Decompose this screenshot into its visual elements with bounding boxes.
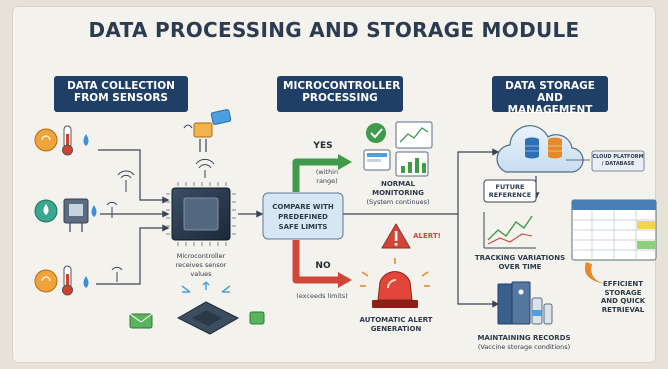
section-header-collection: DATA COLLECTION FROM SENSORS: [54, 76, 188, 112]
efficient-line4: RETRIEVAL: [601, 305, 645, 314]
compare-label-line2: PREDEFINED: [278, 213, 328, 221]
tracking-label: TRACKING VARIATIONS OVER TIME: [470, 254, 570, 272]
microcontroller-chip-icon: [166, 182, 236, 246]
yes-note-line2: range): [316, 177, 338, 185]
efficient-label: EFFICIENT STORAGE AND QUICK RETRIEVAL: [590, 280, 656, 314]
no-arrow: [292, 240, 352, 288]
swoosh-arrow-icon: [584, 262, 606, 284]
no-label: NO: [315, 261, 331, 271]
normal-monitoring-label: NORMAL MONITORING (System continues): [358, 180, 438, 207]
section-header-storage: DATA STORAGE AND MANAGEMENT: [492, 76, 608, 116]
microcontroller-caption-line2: receives sensor: [175, 261, 227, 269]
future-reference-label: FUTURE REFERENCE: [484, 183, 536, 199]
temperature-sensor-icon: [34, 125, 89, 156]
efficient-line3: AND QUICK: [600, 297, 646, 305]
section-header-processing-line2: PROCESSING: [302, 92, 378, 104]
yes-note: (within range): [310, 168, 344, 186]
microcontroller-caption: Microcontroller receives sensor values: [156, 252, 246, 279]
section-header-storage-line2: AND MANAGEMENT: [507, 92, 593, 116]
normal-monitoring-line2: MONITORING: [372, 189, 424, 197]
diagram-title: DATA PROCESSING AND STORAGE MODULE: [88, 18, 580, 42]
monitoring-dashboard-icon: [363, 121, 433, 177]
tracking-line2: OVER TIME: [498, 263, 542, 271]
cloud-tag-line1: CLOUD PLATFORM: [592, 154, 644, 160]
maintaining-label: MAINTAINING RECORDS (Vaccine storage con…: [462, 334, 586, 352]
yes-arrow: [292, 154, 352, 192]
temperature-sensor-2-icon: [34, 265, 89, 296]
alarm-siren-icon: [360, 258, 430, 308]
alert-caption-line2: GENERATION: [370, 325, 422, 333]
normal-monitoring-line1: NORMAL: [380, 180, 416, 188]
compare-label: COMPARE WITH PREDEFINED SAFE LIMITS: [263, 202, 343, 232]
compare-label-line1: COMPARE WITH: [272, 203, 334, 211]
wifi-signal-icon: [106, 158, 215, 282]
records-binder-icon: [497, 281, 553, 325]
future-reference-line2: REFERENCE: [488, 191, 532, 199]
cloud-tag-box: [591, 150, 645, 172]
cloud-database-icon: [496, 125, 584, 173]
no-note: (exceeds limits): [296, 292, 348, 300]
yes-label: YES: [313, 141, 333, 151]
section-header-collection-line1: DATA COLLECTION: [67, 80, 175, 92]
microcontroller-caption-line3: values: [190, 270, 212, 278]
efficient-line2: STORAGE: [604, 288, 642, 297]
alert-badge: ALERT!: [413, 232, 441, 240]
compare-box: [262, 192, 344, 240]
trend-chart-icon: [483, 212, 536, 249]
maintaining-line1: MAINTAINING RECORDS: [477, 334, 571, 342]
future-reference-line1: FUTURE: [495, 183, 525, 191]
cloud-tag-label: CLOUD PLATFORM / DATABASE: [592, 154, 644, 168]
humidity-sensor-icon: [34, 198, 97, 232]
warning-icon: [381, 223, 411, 249]
alert-caption-line1: AUTOMATIC ALERT: [359, 316, 433, 324]
gateway-icon: [183, 109, 232, 152]
compare-label-line3: SAFE LIMITS: [278, 223, 328, 231]
section-header-processing-line1: MICROCONTROLLER: [283, 80, 401, 92]
microcontroller-caption-line1: Microcontroller: [176, 252, 226, 260]
storage-branch-lines: [343, 148, 500, 308]
check-icon: [366, 123, 386, 143]
circuit-board-icon: [176, 281, 240, 335]
spreadsheet-icon: [571, 199, 657, 261]
efficient-line1: EFFICIENT: [602, 280, 644, 288]
alert-caption: AUTOMATIC ALERT GENERATION: [354, 316, 438, 334]
section-header-collection-line2: FROM SENSORS: [74, 92, 168, 104]
tracking-line1: TRACKING VARIATIONS: [474, 254, 566, 262]
section-header-storage-line1: DATA STORAGE: [505, 80, 595, 92]
section-header-processing: MICROCONTROLLER PROCESSING: [277, 76, 403, 112]
sensor-connectors: [96, 149, 170, 285]
data-packet-icon: [129, 311, 265, 329]
yes-note-line1: (within: [315, 168, 339, 176]
future-reference-box: [483, 179, 537, 203]
cloud-tag-line2: / DATABASE: [601, 161, 635, 167]
normal-monitoring-line3: (System continues): [366, 198, 430, 206]
maintaining-line2: (Vaccine storage conditions): [477, 343, 571, 351]
